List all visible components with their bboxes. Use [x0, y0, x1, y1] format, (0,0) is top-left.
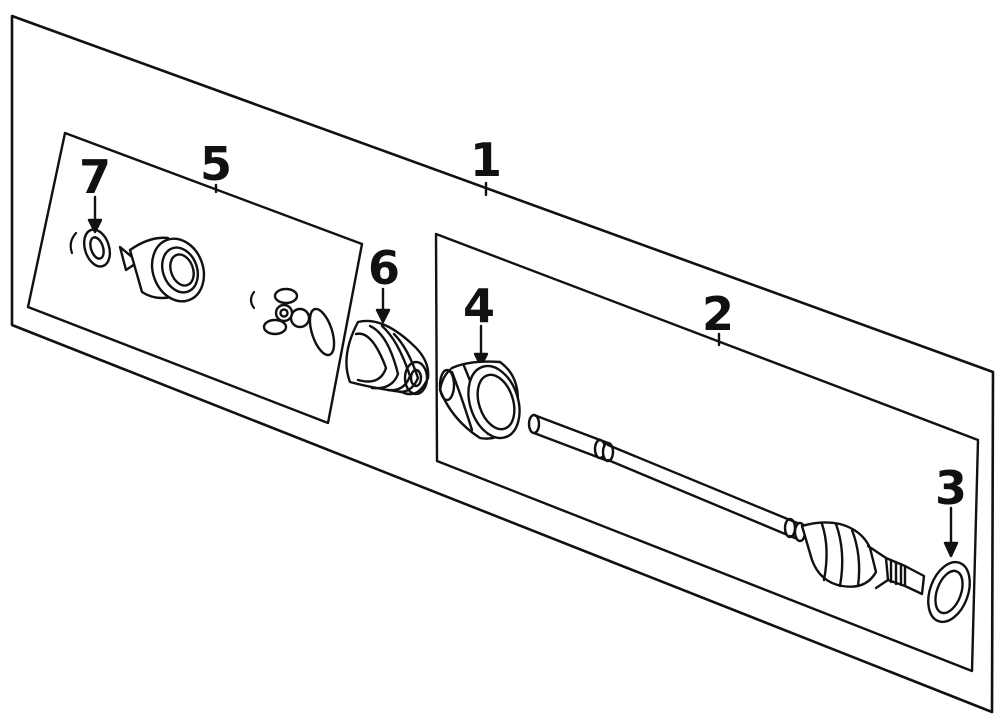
callout-4: 4 — [463, 279, 495, 333]
outer-housing — [118, 236, 206, 303]
arrowhead-6 — [375, 308, 391, 324]
arrowhead-4 — [473, 352, 489, 368]
callout-7: 7 — [79, 150, 111, 204]
part-3-ring-seal — [927, 560, 971, 624]
assembly-panel-outline — [10, 14, 995, 714]
axle-shaft — [527, 413, 807, 543]
part-4-outer-boot — [438, 360, 521, 440]
part-6-inner-boot — [345, 319, 430, 396]
arrowhead-7 — [87, 218, 103, 234]
outer-cv-joint — [800, 521, 926, 596]
axle-assembly-box — [434, 232, 980, 673]
arrowhead-3 — [943, 541, 959, 558]
callout-1: 1 — [470, 133, 502, 187]
callout-3: 3 — [935, 461, 967, 515]
inboard-joint-kit-box — [26, 131, 364, 425]
part-7-seal — [69, 228, 112, 268]
callout-5: 5 — [200, 137, 232, 191]
tripod-joint — [249, 287, 336, 357]
callout-6: 6 — [368, 241, 400, 295]
callout-2: 2 — [702, 287, 734, 341]
